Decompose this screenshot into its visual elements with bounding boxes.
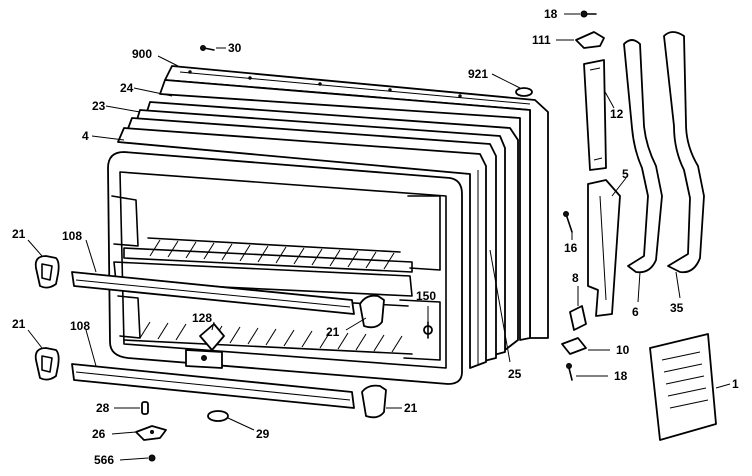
hinge-bracket-5 [587, 179, 621, 317]
callout-21-left-upper: 21 [12, 227, 26, 241]
callout-26: 26 [92, 427, 106, 441]
callout-23: 23 [92, 99, 106, 113]
callout-29: 29 [256, 427, 270, 441]
plug-29 [207, 410, 229, 422]
screw-18-lower [566, 363, 573, 381]
callout-21-right-upper: 21 [326, 325, 340, 339]
end-cap-left-lower [34, 347, 60, 381]
shelf-rail-upper [71, 271, 355, 315]
handle-screw [423, 321, 433, 339]
hinge-pin-111 [575, 31, 605, 49]
screw-566 [148, 454, 156, 462]
end-cap-right-lower [361, 384, 387, 419]
bin-bracket [185, 323, 225, 369]
hinge-strip-12 [583, 59, 607, 171]
callout-10: 10 [616, 343, 630, 357]
hinge-pin-10 [561, 337, 587, 355]
callout-566: 566 [94, 453, 114, 467]
callout-5: 5 [622, 167, 629, 181]
callout-1: 1 [732, 377, 739, 391]
callout-18-top: 18 [544, 7, 558, 21]
callout-30: 30 [228, 41, 242, 55]
callout-labels: 18 111 900 30 921 24 23 12 4 5 16 21 108… [12, 7, 739, 467]
door-liner [107, 151, 463, 385]
callout-900: 900 [132, 47, 152, 61]
end-cap-left-upper [34, 255, 60, 289]
button-921 [515, 87, 533, 97]
instruction-booklet [649, 333, 717, 441]
callout-21-right-lower: 21 [404, 401, 418, 415]
callout-16: 16 [564, 241, 578, 255]
callout-21-left-lower: 21 [12, 317, 26, 331]
hinge-arm-35 [663, 31, 705, 274]
bracket-26 [135, 425, 167, 441]
callout-4: 4 [82, 129, 89, 143]
screw-30 [200, 45, 215, 51]
callout-8: 8 [572, 271, 579, 285]
callout-108-lower: 108 [70, 319, 90, 333]
callout-25: 25 [508, 367, 522, 381]
shim-8 [569, 305, 587, 331]
hinge-screw-top [580, 10, 597, 18]
callout-108-upper: 108 [62, 229, 82, 243]
callout-24: 24 [120, 81, 134, 95]
callout-18-bottom: 18 [614, 369, 628, 383]
callout-111: 111 [532, 33, 551, 47]
callout-6: 6 [632, 305, 639, 319]
callout-921: 921 [468, 67, 488, 81]
leader-lines [27, 13, 731, 461]
callout-35: 35 [670, 301, 684, 315]
door-outer-panel [159, 65, 549, 341]
callout-28: 28 [96, 401, 110, 415]
callout-150: 150 [416, 289, 436, 303]
callout-128: 128 [192, 311, 212, 325]
screw-16 [563, 211, 573, 233]
shelf-rail-lower [71, 363, 355, 409]
callout-12: 12 [610, 107, 624, 121]
end-cap-right-upper [359, 294, 385, 329]
hinge-arm-6 [623, 39, 663, 274]
stop-28 [141, 401, 149, 415]
door-gasket [117, 101, 519, 369]
